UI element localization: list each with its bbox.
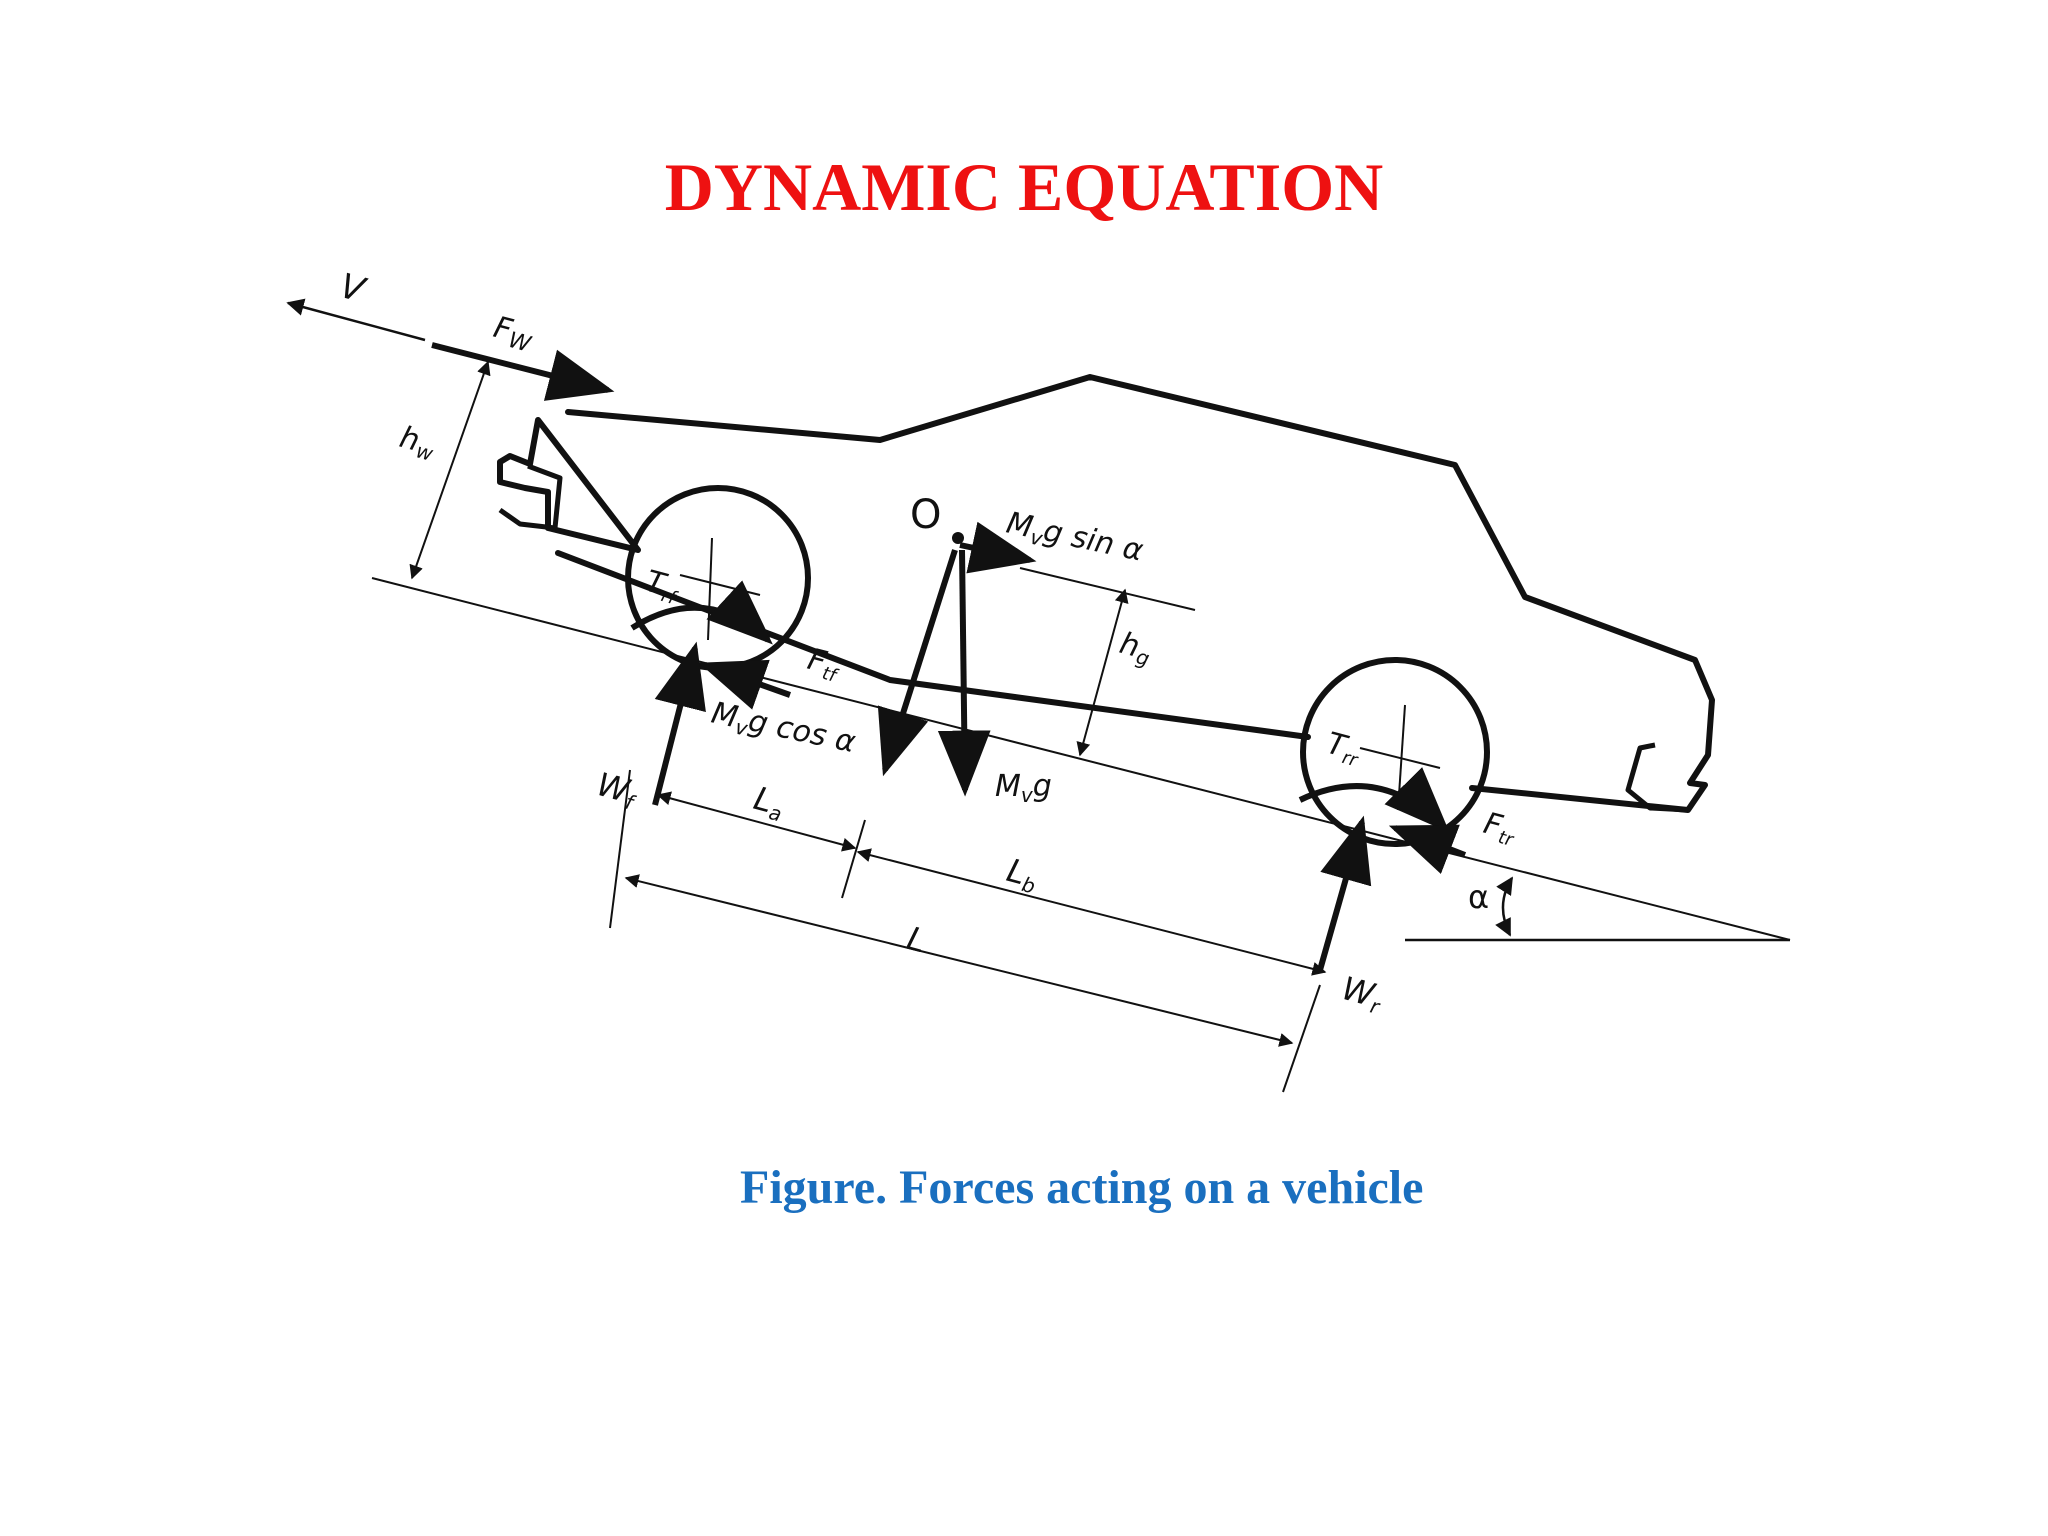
label-hg: hg bbox=[1115, 626, 1155, 671]
rear-wheel-axis-h bbox=[1359, 747, 1441, 769]
hg-reference-line bbox=[1019, 567, 1196, 611]
label-trf: Trf bbox=[641, 564, 684, 610]
label-v: V bbox=[336, 266, 371, 311]
wind-force-arrow bbox=[431, 342, 615, 401]
label-trr: Trr bbox=[1322, 726, 1365, 772]
mvg-cos-arrow bbox=[877, 549, 958, 777]
front-traction-force-arrow bbox=[698, 659, 791, 710]
cg-extension-line bbox=[841, 819, 866, 899]
label-la: La bbox=[749, 779, 789, 826]
page-title: DYNAMIC EQUATION bbox=[664, 149, 1384, 225]
label-wr: Wr bbox=[1337, 969, 1388, 1019]
rear-axle-extension-line bbox=[1282, 984, 1321, 1093]
wf-normal-force-arrow bbox=[652, 641, 706, 806]
label-mvg-cos: Mvg cos α bbox=[708, 696, 859, 764]
hg-dimension-line bbox=[1076, 588, 1129, 757]
front-bumper-detail bbox=[498, 463, 563, 531]
front-wheel-torque-arc bbox=[630, 580, 773, 645]
car-body-outline bbox=[497, 374, 1715, 813]
label-hw: hw bbox=[395, 420, 440, 466]
incline-ground-line bbox=[371, 577, 1791, 941]
label-l: L bbox=[903, 919, 930, 960]
rear-traction-force-arrow bbox=[1388, 824, 1467, 875]
rear-lamp-detail bbox=[1625, 742, 1689, 813]
front-axle-extension-line bbox=[609, 769, 631, 929]
lb-dimension-line bbox=[856, 848, 1327, 976]
mvg-sin-arrow bbox=[959, 521, 1037, 574]
rear-wheel-torque-arc bbox=[1298, 767, 1450, 833]
wr-normal-force-arrow bbox=[1317, 815, 1372, 971]
mvg-arrow bbox=[937, 549, 991, 797]
label-o: O bbox=[910, 492, 941, 538]
label-wf: Wf bbox=[592, 765, 643, 815]
label-alpha: α bbox=[1468, 878, 1489, 916]
label-ftr: Ftr bbox=[1479, 806, 1521, 851]
figure-caption: Figure. Forces acting on a vehicle bbox=[740, 1161, 1424, 1214]
label-lb: Lb bbox=[1002, 851, 1042, 899]
front-wheel-axis-v bbox=[707, 537, 713, 641]
center-of-gravity-dot bbox=[952, 532, 964, 544]
la-dimension-line bbox=[656, 791, 857, 852]
label-mvg: Mvg bbox=[995, 769, 1052, 807]
label-fw: FW bbox=[489, 310, 538, 358]
velocity-arrow bbox=[286, 298, 426, 342]
alpha-angle-arc bbox=[1495, 876, 1514, 937]
front-wheel-axis-h bbox=[679, 574, 761, 596]
l-dimension-line bbox=[624, 874, 1294, 1047]
hw-dimension-line bbox=[409, 360, 491, 580]
